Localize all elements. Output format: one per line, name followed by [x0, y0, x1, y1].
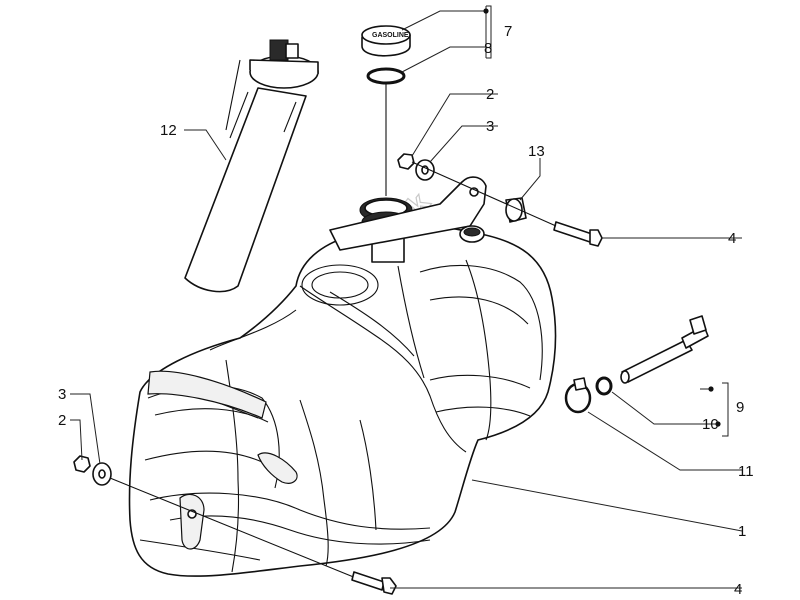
spacer [505, 197, 527, 223]
callout-2-left: 2 [58, 412, 66, 429]
cap-label: GASOLINE [372, 32, 409, 39]
breather-pipe [620, 315, 709, 384]
callout-2-top: 2 [486, 86, 494, 103]
fuel-tank [128, 225, 557, 577]
callout-3-top: 3 [486, 118, 494, 135]
callout-13: 13 [528, 143, 545, 160]
callout-4-bottom: 4 [734, 581, 742, 598]
nut-left [73, 455, 91, 473]
callout-1: 1 [738, 523, 746, 540]
washer-left [92, 462, 112, 486]
nut-top [397, 153, 415, 170]
leader-lines [70, 5, 743, 589]
bolt-axis-top [411, 161, 557, 227]
fuel-sender [184, 39, 319, 293]
washer-top [415, 159, 435, 181]
callout-dot-10 [715, 421, 721, 427]
fuel-cap: GASOLINE [361, 25, 411, 57]
callout-12: 12 [160, 122, 177, 139]
callout-9: 9 [736, 399, 744, 416]
callout-11: 11 [738, 463, 754, 480]
callout-8: 8 [484, 40, 492, 57]
bolt-top [553, 221, 603, 247]
callout-3-left: 3 [58, 386, 66, 403]
pipe-clamp [564, 377, 592, 414]
callout-dot-7 [483, 8, 489, 14]
callout-dot-9 [708, 386, 714, 392]
callout-4-top: 4 [728, 230, 736, 247]
bolt-bottom [351, 571, 397, 595]
mounting-bracket [329, 176, 487, 251]
callout-10: 10 [702, 416, 719, 433]
bolt-axis-left [109, 477, 357, 579]
cap-seal [366, 67, 406, 85]
callout-7: 7 [504, 23, 512, 40]
pipe-seal-ring [595, 376, 613, 396]
